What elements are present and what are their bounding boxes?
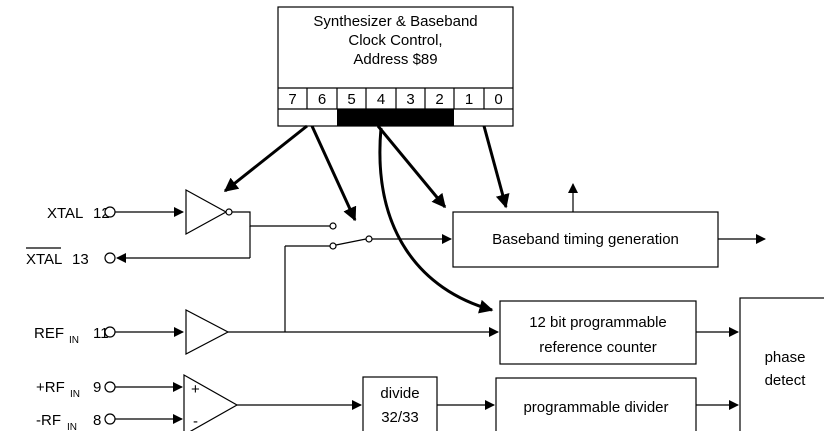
bit-2-label: 2 xyxy=(435,91,443,108)
rf-comparator xyxy=(183,373,239,431)
prescaler-line-2: 32/33 xyxy=(381,409,419,426)
xtal-label: XTAL xyxy=(47,205,83,222)
ref-in-subscript: IN xyxy=(69,335,79,346)
ref-in-pin-group: REF IN 11 xyxy=(34,246,499,355)
bit-4-label: 4 xyxy=(377,91,385,108)
rf-in-pos-prefix: +RF xyxy=(36,379,65,396)
xtal-pin xyxy=(104,206,116,218)
register-title-line-2: Clock Control, xyxy=(348,32,442,49)
comparator-minus: - xyxy=(193,413,198,430)
bit-6-label: 6 xyxy=(318,91,326,108)
ref-buffer xyxy=(185,309,230,355)
register-title-line-3: Address $89 xyxy=(353,51,437,68)
rf-in-pos-pin xyxy=(104,381,116,393)
register-block: Synthesizer & Baseband Clock Control, Ad… xyxy=(277,6,514,127)
bit-0-label: 0 xyxy=(494,91,502,108)
phase-detect-line-1: phase xyxy=(765,349,806,366)
reference-counter-line-1: 12 bit programmable xyxy=(529,314,667,331)
programmable-divider-label: programmable divider xyxy=(523,399,668,416)
inverting-buffer xyxy=(185,188,228,236)
rf-in-neg-subscript: IN xyxy=(67,422,77,431)
prescaler-block: divide 32/33 xyxy=(362,376,495,431)
rf-in-neg-pin xyxy=(104,413,116,425)
rf-in-pos-subscript: IN xyxy=(70,389,80,400)
baseband-timing-label: Baseband timing generation xyxy=(492,231,679,248)
rf-in-group: +RF IN 9 -RF IN 8 + - xyxy=(36,373,362,431)
register-title-line-1: Synthesizer & Baseband xyxy=(313,13,477,30)
clock-select-switch xyxy=(285,222,452,250)
comparator-plus: + xyxy=(191,381,200,398)
prescaler-line-1: divide xyxy=(380,385,419,402)
inverter-bubble xyxy=(225,208,233,216)
reference-counter-line-2: reference counter xyxy=(539,339,657,356)
xtal-bar-pin-number: 13 xyxy=(72,251,89,268)
xtal-bar-pin xyxy=(104,252,116,264)
bit-3-label: 3 xyxy=(406,91,414,108)
rf-in-pos-pin-number: 9 xyxy=(93,379,101,396)
ref-in-label: REF xyxy=(34,325,64,342)
phase-detect-line-2: detect xyxy=(765,372,807,389)
control-arrows xyxy=(223,124,510,314)
bits-5-2-fill xyxy=(337,109,454,126)
ref-in-pin-number: 11 xyxy=(93,325,109,342)
rf-in-neg-pin-number: 8 xyxy=(93,412,101,429)
programmable-divider-block: programmable divider xyxy=(495,377,739,431)
bit-5-label: 5 xyxy=(347,91,355,108)
rf-in-neg-prefix: -RF xyxy=(36,412,61,429)
phase-detect-block: phase detect xyxy=(739,297,824,431)
bit-1-label: 1 xyxy=(465,91,473,108)
baseband-timing-block: Baseband timing generation xyxy=(452,183,766,268)
reference-counter-block: 12 bit programmable reference counter xyxy=(499,300,739,365)
xtal-bar-label: XTAL xyxy=(26,251,62,268)
xtal-pin-group: XTAL 12 xyxy=(47,188,330,236)
xtal-bar-pin-group: XTAL 13 xyxy=(26,226,251,268)
ref-in-pin xyxy=(104,326,116,338)
bit-7-label: 7 xyxy=(288,91,296,108)
